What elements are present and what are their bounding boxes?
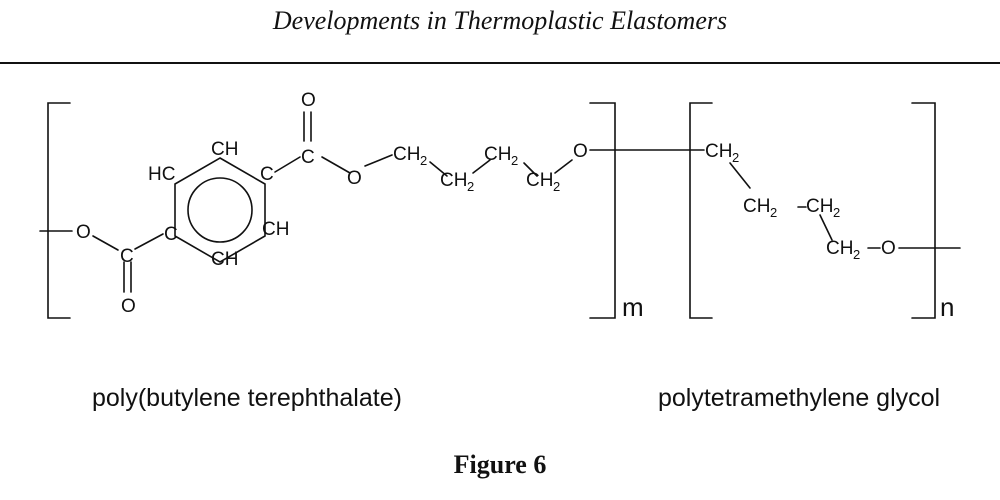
- atom-ch-right: CH: [262, 219, 289, 240]
- atom-ch2-1-sub: 2: [420, 153, 427, 168]
- bond-ch2-a-b: [429, 161, 448, 177]
- label-ptmg: polytetramethylene glycol: [658, 384, 941, 412]
- bond-glycol-3: [819, 214, 833, 241]
- atom-c-bottom-left: C: [164, 224, 178, 245]
- atom-ch2-g1: CH: [705, 141, 732, 162]
- bracket-n-right: [911, 102, 936, 319]
- atom-o-ether-left: O: [76, 222, 91, 243]
- atom-c-top-right: C: [260, 164, 274, 185]
- bond-ring-c2: [274, 156, 301, 173]
- bracket-m-right: [589, 102, 616, 319]
- atom-hc-left: HC: [148, 164, 175, 185]
- running-title: Developments in Thermoplastic Elastomers: [272, 6, 728, 35]
- bond-o-ch2-a: [364, 154, 393, 167]
- bracket-n-left: [689, 102, 713, 319]
- label-pbt: poly(butylene terephthalate): [92, 384, 402, 412]
- figure-caption: Figure 6: [453, 450, 547, 479]
- atom-ch2-2-sub: 2: [467, 179, 474, 194]
- atom-c-ester-top: C: [301, 147, 315, 168]
- atom-ch-top: CH: [211, 139, 238, 160]
- bond-c1-ring: [134, 233, 164, 250]
- atom-ch2-g2-sub: 2: [770, 205, 777, 220]
- atom-o-glycol: O: [881, 238, 896, 259]
- subscript-n: n: [940, 292, 954, 322]
- atom-ch-bottom: CH: [211, 249, 238, 270]
- atom-o-ether-right: O: [573, 141, 588, 162]
- benzene-ring: [174, 157, 266, 263]
- bond-glycol-1: [729, 162, 751, 189]
- atom-ch2-g1-sub: 2: [732, 150, 739, 165]
- atom-ch2-g4-sub: 2: [853, 247, 860, 262]
- atom-ch2-g2: CH: [743, 196, 770, 217]
- atom-ch2-g3-sub: 2: [833, 205, 840, 220]
- chemical-structure: O C O CH HC C C CH CH O C O CH 2 CH 2 CH…: [39, 90, 961, 322]
- bond-ch2-d-o: [554, 159, 573, 174]
- benzene-aromatic-circle: [187, 177, 253, 243]
- atom-ch2-4-sub: 2: [553, 179, 560, 194]
- atom-ch2-g3: CH: [806, 196, 833, 217]
- atom-ch2-2: CH: [440, 170, 467, 191]
- bond-ch2-b-c: [472, 159, 491, 174]
- atom-c-ester-left: C: [120, 246, 134, 267]
- atom-ch2-1: CH: [393, 144, 420, 165]
- atom-o-carbonyl-top: O: [301, 90, 316, 111]
- bond-c2-o: [321, 156, 351, 174]
- atom-ch2-g4: CH: [826, 238, 853, 259]
- bracket-m-left: [47, 102, 71, 319]
- atom-ch2-3: CH: [484, 144, 511, 165]
- bond-ch2-c-d: [523, 162, 538, 177]
- subscript-m: m: [622, 292, 644, 322]
- atom-ch2-4: CH: [526, 170, 553, 191]
- atom-o-carbonyl-left: O: [121, 296, 136, 317]
- atom-o-ether-mid: O: [347, 168, 362, 189]
- atom-ch2-3-sub: 2: [511, 153, 518, 168]
- header-rule: [0, 62, 1000, 64]
- bond-o-c1: [92, 235, 119, 251]
